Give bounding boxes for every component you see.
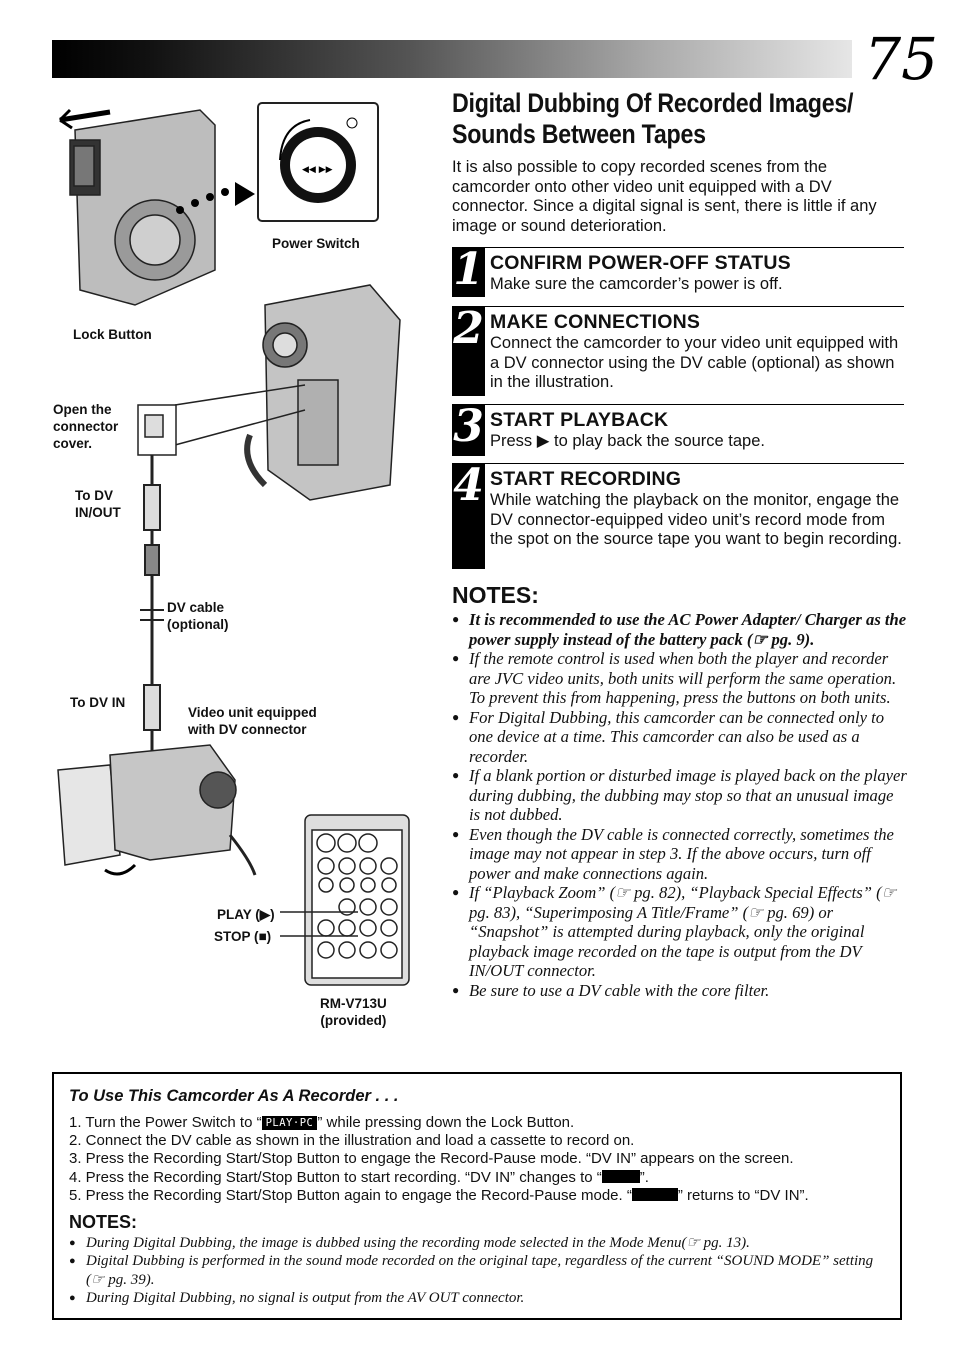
step-number: 3 — [452, 404, 485, 456]
label-power-switch: Power Switch — [272, 236, 360, 251]
recorder-step-1: 1. Turn the Power Switch to “PLAY·PC” wh… — [69, 1114, 889, 1132]
svg-text:◀◀ ▶▶: ◀◀ ▶▶ — [302, 165, 333, 175]
recorder-note-item: Digital Dubbing is performed in the soun… — [69, 1252, 894, 1289]
recorder-note-item: During Digital Dubbing, the image is dub… — [69, 1234, 894, 1253]
step-divider — [485, 463, 904, 464]
step-text: 4. Press the Recording Start/Stop Button… — [69, 1168, 602, 1186]
recorder-steps: 1. Turn the Power Switch to “PLAY·PC” wh… — [69, 1114, 889, 1205]
recorder-note-item: During Digital Dubbing, no signal is out… — [69, 1289, 894, 1308]
callout-dots — [176, 182, 255, 214]
play-pc-indicator: PLAY·PC — [261, 1116, 318, 1130]
label-dv-cable: DV cable (optional) — [167, 600, 229, 632]
recorder-notes-heading: NOTES: — [69, 1212, 138, 1232]
recorder-notes-list: During Digital Dubbing, the image is dub… — [69, 1234, 894, 1307]
step-number: 1 — [452, 244, 485, 297]
step-text: ” while pressing down the Lock Button. — [317, 1114, 575, 1131]
label-play: PLAY (▶) — [217, 907, 275, 922]
label-to-dv-inout: To DV IN/OUT — [75, 488, 121, 520]
camcorder-bottom — [57, 744, 257, 876]
recorder-step-3: 3. Press the Recording Start/Stop Button… — [69, 1150, 794, 1168]
recorder-step-4: 4. Press the Recording Start/Stop Button… — [69, 1169, 889, 1187]
notes-list: It is recommended to use the AC Power Ad… — [452, 610, 907, 1000]
recorder-box-title: To Use This Camcorder As A Recorder . . … — [69, 1087, 399, 1105]
step-heading: MAKE CONNECTIONS — [490, 311, 701, 333]
step-text: ” returns to “DV IN”. — [677, 1186, 809, 1204]
note-item: Be sure to use a DV cable with the core … — [452, 981, 907, 1001]
remote-control — [280, 814, 410, 986]
note-item: It is recommended to use the AC Power Ad… — [452, 610, 907, 649]
step-2: 2 MAKE CONNECTIONS Connect the camcorder… — [452, 306, 904, 396]
step-text: Press ▶ to play back the source tape. — [490, 432, 765, 450]
note-item: If “Playback Zoom” (☞ pg. 82), “Playback… — [452, 883, 907, 981]
camcorder-middle — [244, 284, 401, 501]
note-item: If the remote control is used when both … — [452, 649, 907, 708]
label-video-unit: Video unit equipped with DV connector — [188, 705, 317, 737]
step-heading: CONFIRM POWER-OFF STATUS — [490, 252, 791, 274]
header-bar — [52, 40, 852, 78]
step-text: ”. — [639, 1168, 649, 1186]
step-4: 4 START RECORDING While watching the pla… — [452, 463, 904, 569]
connection-illustration: ◀◀ ▶▶ — [40, 90, 440, 1050]
step-text: Make sure the camcorder’s power is off. — [490, 275, 783, 293]
note-item: If a blank portion or disturbed image is… — [452, 766, 907, 825]
step-divider — [485, 247, 904, 248]
step-text: 1. Turn the Power Switch to “ — [69, 1114, 262, 1131]
recorder-instructions-box: To Use This Camcorder As A Recorder . . … — [52, 1072, 902, 1320]
notes-heading: NOTES: — [452, 582, 539, 608]
illustration-drawing: ◀◀ ▶▶ — [57, 102, 410, 986]
step-heading: START RECORDING — [490, 468, 682, 490]
recorder-step-5: 5. Press the Recording Start/Stop Button… — [69, 1187, 889, 1205]
step-number: 4 — [452, 463, 485, 569]
label-stop: STOP (■) — [214, 929, 272, 944]
step-text: Connect the camcorder to your video unit… — [490, 334, 899, 391]
step-divider — [485, 404, 904, 405]
label-lock-button: Lock Button — [73, 327, 152, 342]
intro-paragraph: It is also possible to copy recorded sce… — [452, 158, 877, 235]
label-open-cover: Open the connector cover. — [53, 402, 119, 451]
step-text: While watching the playback on the monit… — [490, 491, 902, 548]
step-3: 3 START PLAYBACK Press ▶ to play back th… — [452, 404, 904, 456]
note-item: For Digital Dubbing, this camcorder can … — [452, 708, 907, 767]
step-divider — [485, 306, 904, 307]
record-indicator — [601, 1169, 640, 1183]
camcorder-top — [58, 108, 216, 306]
section-title: Digital Dubbing Of Recorded Images/ Soun… — [452, 88, 854, 149]
step-1: 1 CONFIRM POWER-OFF STATUS Make sure the… — [452, 247, 904, 297]
step-text: 5. Press the Recording Start/Stop Button… — [69, 1186, 632, 1204]
page-number: 75 — [864, 25, 938, 93]
step-heading: START PLAYBACK — [490, 409, 669, 431]
label-remote-model: RM-V713U (provided) — [320, 996, 387, 1028]
note-item: Even though the DV cable is connected co… — [452, 825, 907, 884]
label-to-dv-in: To DV IN — [70, 695, 126, 710]
record-indicator — [631, 1187, 678, 1201]
recorder-step-2: 2. Connect the DV cable as shown in the … — [69, 1132, 635, 1150]
cover-callout — [137, 384, 306, 456]
step-number: 2 — [452, 306, 485, 396]
power-switch-inset: ◀◀ ▶▶ — [257, 102, 379, 222]
